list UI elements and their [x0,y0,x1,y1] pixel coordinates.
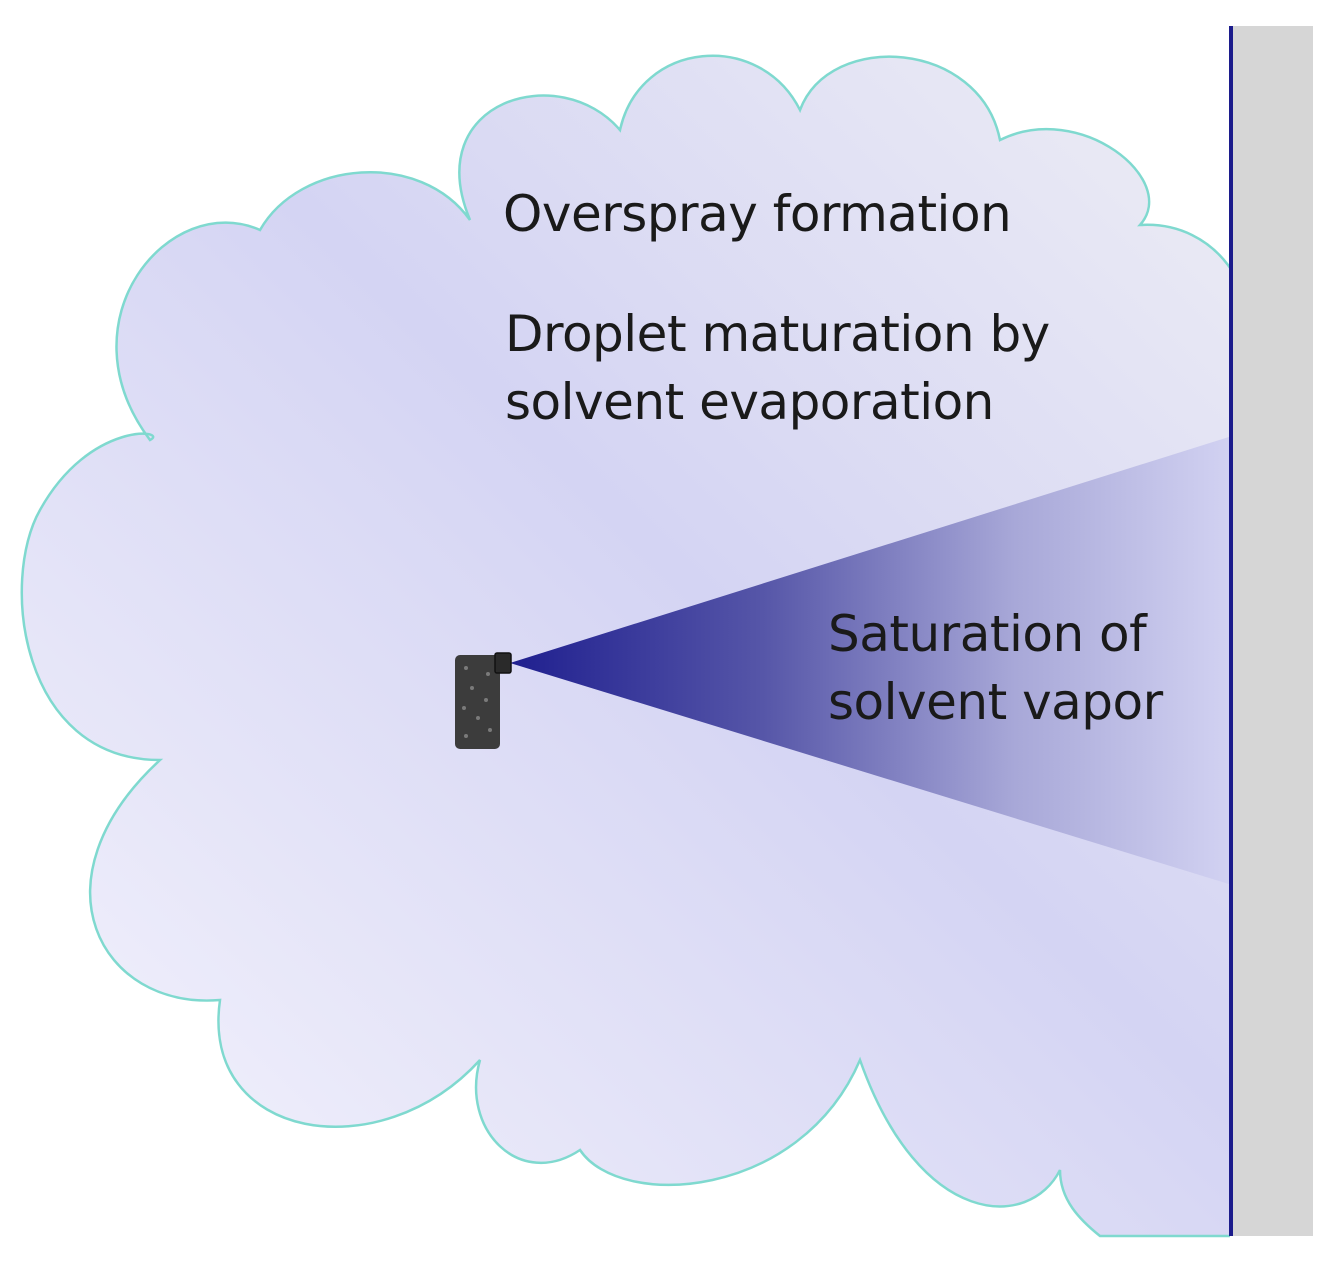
spray-nozzle-icon [455,652,512,749]
label-droplet-maturation-line2: solvent evaporation [505,373,994,431]
substrate-wall [1230,26,1313,1236]
label-overspray-formation: Overspray formation [503,185,1012,243]
label-saturation-line1: Saturation of [828,605,1147,663]
label-saturation-line2: solvent vapor [828,673,1163,731]
label-droplet-maturation-line1: Droplet maturation by [505,305,1050,363]
spray-cone [510,436,1232,885]
